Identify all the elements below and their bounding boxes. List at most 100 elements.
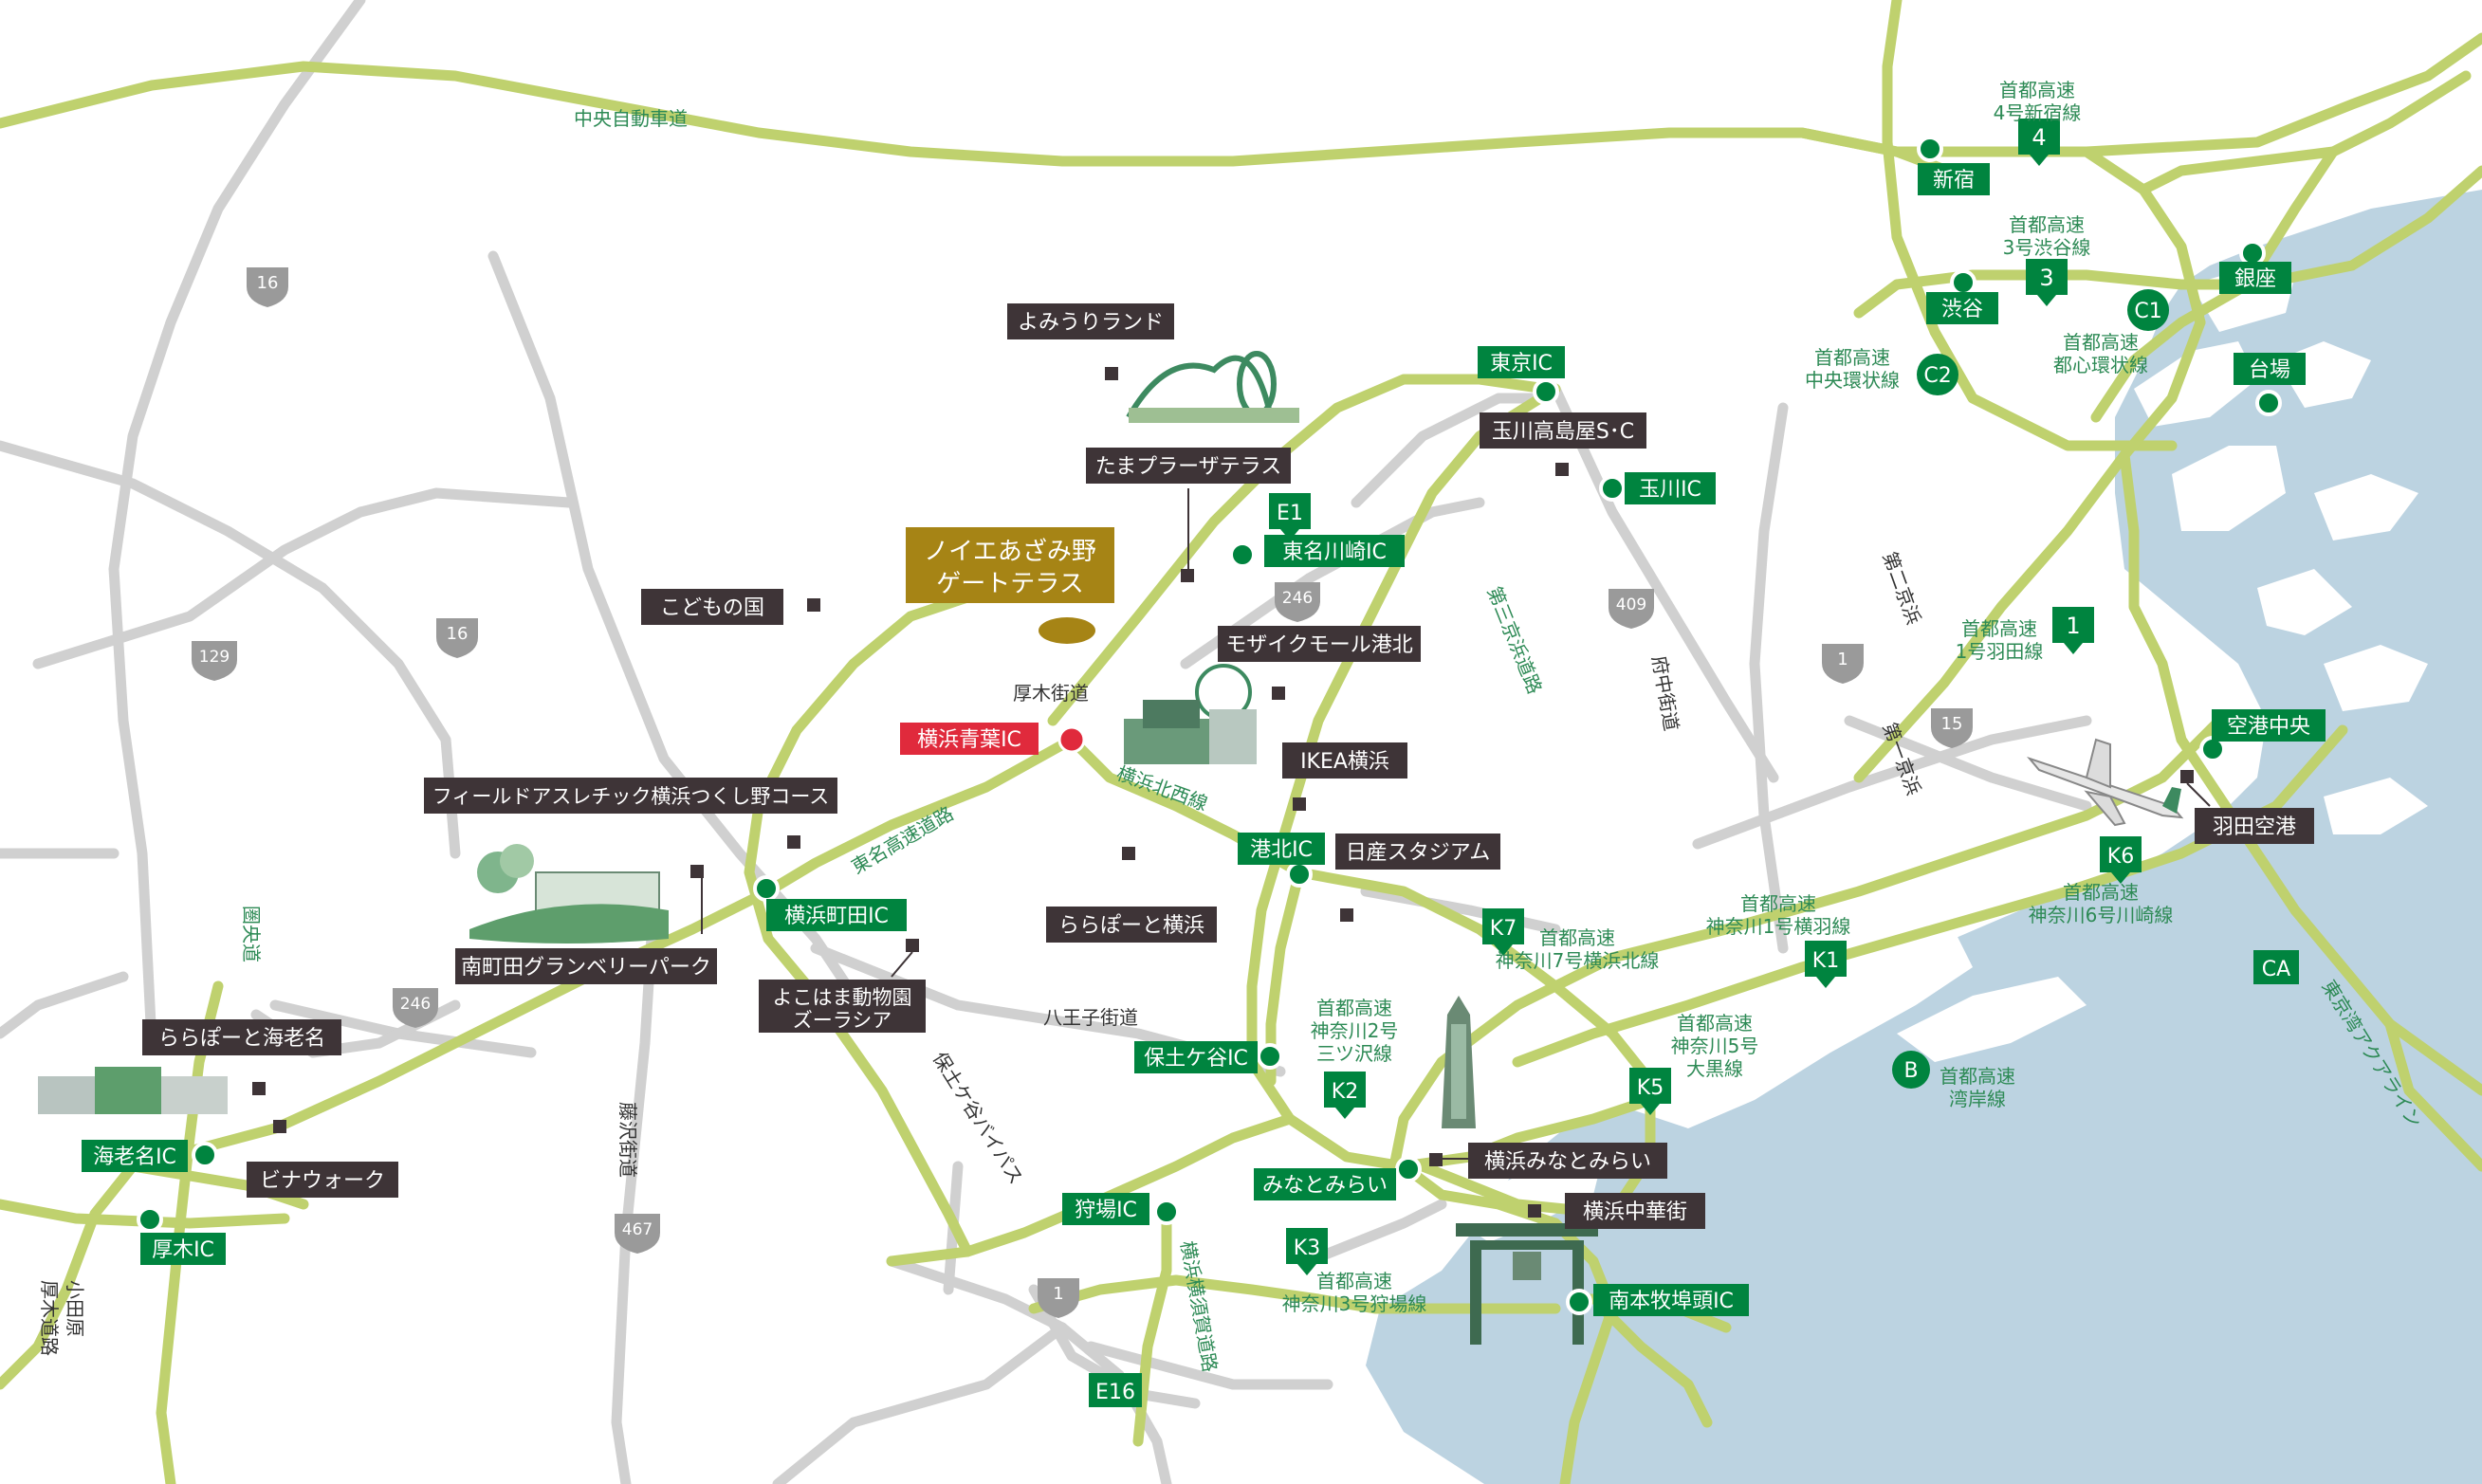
illustrations xyxy=(38,351,2184,1345)
ic-label: 新宿 xyxy=(1918,163,1990,195)
svg-text:3号渋谷線: 3号渋谷線 xyxy=(2003,236,2091,259)
project-location-marker xyxy=(1039,617,1095,644)
route-badge: K3 xyxy=(1286,1228,1328,1275)
svg-text:409: 409 xyxy=(1616,595,1646,614)
ic-label: 保土ケ谷IC xyxy=(1134,1041,1258,1073)
route-badge: K7 xyxy=(1482,908,1524,956)
ic-label: 空港中央 xyxy=(2212,709,2326,742)
svg-text:首都高速: 首都高速 xyxy=(2009,213,2085,236)
svg-text:K6: K6 xyxy=(2107,845,2134,869)
route-badge: CA xyxy=(2253,950,2299,984)
route-shields: 16 16 129 246 246 409 1 15 467 1 xyxy=(192,267,1973,1318)
route-badge: K5 xyxy=(1629,1068,1671,1115)
poi-label: ららぽーと横浜 xyxy=(1046,907,1217,943)
svg-text:K1: K1 xyxy=(1812,949,1839,973)
route-shield: 16 xyxy=(436,618,478,658)
poi-label: 日産スタジアム xyxy=(1335,834,1500,870)
route-badge: E1 xyxy=(1269,493,1311,540)
svg-text:たまプラーザテラス: たまプラーザテラス xyxy=(1095,455,1281,479)
road-labels-dark: 厚木街道 八王子街道 xyxy=(1013,682,1138,1029)
svg-text:129: 129 xyxy=(199,648,230,667)
route-shield: 1 xyxy=(1038,1278,1079,1318)
svg-text:中央自動車道: 中央自動車道 xyxy=(574,107,688,130)
svg-text:横浜町田IC: 横浜町田IC xyxy=(784,905,889,928)
svg-text:ゲートテラス: ゲートテラス xyxy=(936,570,1083,598)
svg-text:横浜横須賀道路: 横浜横須賀道路 xyxy=(1176,1239,1222,1374)
yomiuriland-illustration xyxy=(1126,351,1299,423)
svg-text:K5: K5 xyxy=(1637,1076,1664,1100)
svg-text:藤沢街道: 藤沢街道 xyxy=(616,1102,639,1178)
poi-label: 横浜みなとみらい xyxy=(1468,1143,1667,1179)
poi-label: よみうりランド xyxy=(1007,303,1174,339)
mosaic-mall-ferris-wheel-illustration xyxy=(1124,664,1257,764)
svg-text:玉川IC: 玉川IC xyxy=(1639,478,1701,502)
poi-label: ららぽーと海老名 xyxy=(142,1019,341,1055)
svg-text:IKEA横浜: IKEA横浜 xyxy=(1300,750,1389,774)
route-shield: 16 xyxy=(247,267,288,307)
svg-text:首都高速: 首都高速 xyxy=(2063,331,2139,354)
svg-text:小田原: 小田原 xyxy=(64,1280,86,1337)
local-roads xyxy=(0,0,2092,1484)
poi-label: IKEA横浜 xyxy=(1282,742,1407,779)
route-badge: E16 xyxy=(1089,1373,1142,1407)
svg-text:保土ケ谷バイパス: 保土ケ谷バイパス xyxy=(928,1048,1028,1188)
svg-text:第三京浜道路: 第三京浜道路 xyxy=(1482,583,1546,697)
svg-text:首都高速: 首都高速 xyxy=(1999,79,2075,101)
grandberry-park-illustration xyxy=(469,844,669,944)
chinatown-gate-illustration xyxy=(1456,1223,1598,1345)
svg-text:16: 16 xyxy=(447,624,469,644)
route-shield: 15 xyxy=(1931,708,1973,748)
svg-text:よこはま動物園: よこはま動物園 xyxy=(773,986,912,1009)
svg-text:渋谷: 渋谷 xyxy=(1941,298,1983,321)
route-badge: 4 xyxy=(2018,119,2060,166)
poi-label: こどもの国 xyxy=(641,589,783,625)
route-badge: 1 xyxy=(2052,607,2094,654)
svg-text:海老名IC: 海老名IC xyxy=(93,1145,176,1169)
svg-text:東名川崎IC: 東名川崎IC xyxy=(1282,540,1387,564)
svg-text:首都高速: 首都高速 xyxy=(1316,997,1392,1019)
svg-text:港北IC: 港北IC xyxy=(1250,838,1313,862)
svg-text:府中街道: 府中街道 xyxy=(1647,654,1683,733)
svg-text:ららぽーと海老名: ららぽーと海老名 xyxy=(158,1027,325,1051)
project-label: ノイエあざみ野 ゲートテラス xyxy=(906,527,1114,603)
svg-text:みなとみらい: みなとみらい xyxy=(1262,1174,1388,1198)
svg-text:1: 1 xyxy=(1053,1284,1063,1304)
ic-label: 渋谷 xyxy=(1926,292,1998,324)
poi-markers xyxy=(252,367,2211,1218)
svg-text:よみうりランド: よみうりランド xyxy=(1018,311,1164,335)
svg-text:台場: 台場 xyxy=(2249,358,2290,382)
route-shield: 246 xyxy=(1275,582,1320,622)
svg-text:4号新宿線: 4号新宿線 xyxy=(1994,101,2082,124)
yokohama-aoba-ic-dot xyxy=(1057,725,1086,754)
svg-text:横浜青葉IC: 横浜青葉IC xyxy=(917,728,1021,752)
svg-text:湾岸線: 湾岸線 xyxy=(1949,1088,2006,1110)
ic-label: 港北IC xyxy=(1238,833,1325,865)
svg-text:都心環状線: 都心環状線 xyxy=(2053,354,2148,376)
ic-label-highlight: 横浜青葉IC xyxy=(900,723,1039,755)
svg-text:新宿: 新宿 xyxy=(1933,169,1975,192)
svg-text:B: B xyxy=(1903,1059,1918,1083)
svg-text:南本牧埠頭IC: 南本牧埠頭IC xyxy=(1609,1290,1734,1313)
route-badge: K2 xyxy=(1324,1072,1366,1119)
svg-text:首都高速: 首都高速 xyxy=(2063,881,2139,904)
poi-label: モザイクモール港北 xyxy=(1218,626,1421,662)
poi-label: 南町田グランベリーパーク xyxy=(455,948,717,984)
svg-text:首都高速: 首都高速 xyxy=(1677,1012,1753,1035)
lalaport-ebina-illustration xyxy=(38,1067,228,1114)
ic-labels: 新宿 渋谷 台場 銀座 東京IC 玉川IC 東名川崎IC 港北IC 横浜町田IC… xyxy=(82,163,2326,1316)
svg-text:南町田グランベリーパーク: 南町田グランベリーパーク xyxy=(461,956,711,980)
poi-label: たまプラーザテラス xyxy=(1086,448,1291,484)
svg-text:ノイエあざみ野: ノイエあざみ野 xyxy=(924,538,1096,566)
svg-text:C2: C2 xyxy=(1923,364,1951,388)
svg-text:3: 3 xyxy=(2039,265,2053,291)
svg-text:モザイクモール港北: モザイクモール港北 xyxy=(1225,633,1413,657)
svg-text:首都高速: 首都高速 xyxy=(1539,926,1615,949)
svg-text:東京IC: 東京IC xyxy=(1490,352,1553,376)
svg-text:首都高速: 首都高速 xyxy=(1814,346,1890,369)
ic-label: 横浜町田IC xyxy=(766,899,907,931)
route-shield: 246 xyxy=(393,988,438,1028)
landmark-tower-illustration xyxy=(1442,996,1476,1128)
poi-labels: よみうりランド たまプラーザテラス 玉川高島屋S･C こどもの国 モザイクモール… xyxy=(142,303,2314,1229)
